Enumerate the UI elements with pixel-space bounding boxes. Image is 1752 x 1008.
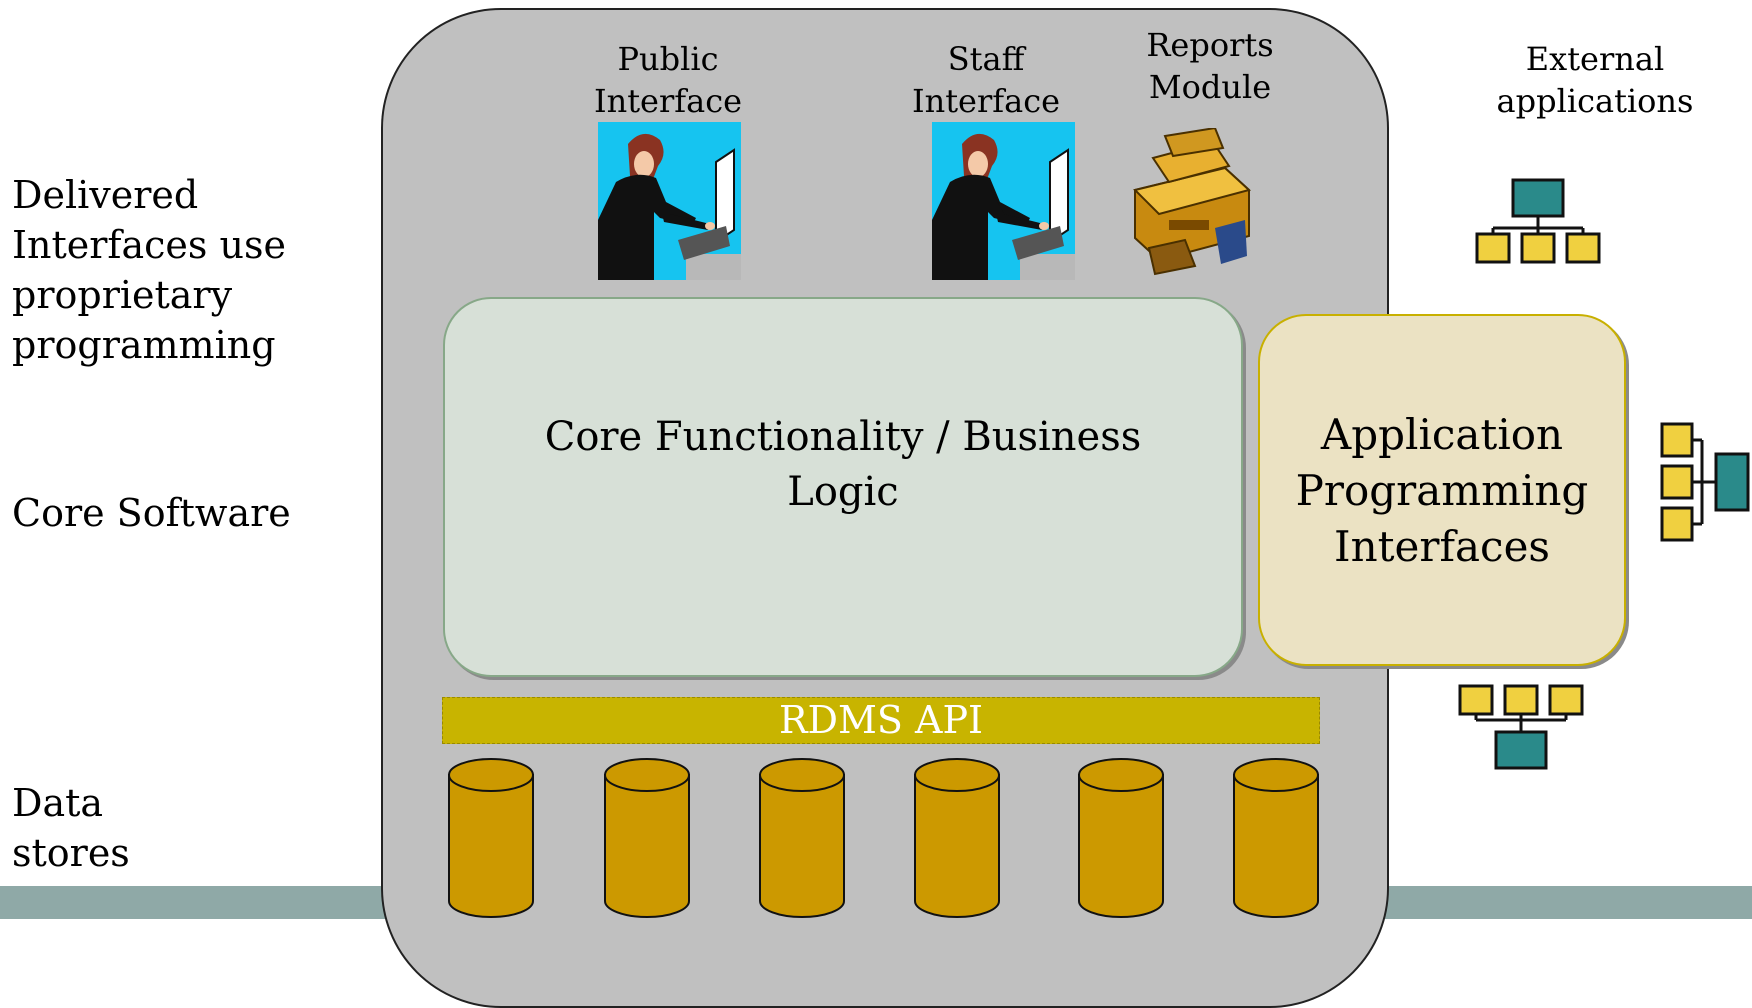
database-cylinder-icon (1078, 758, 1164, 918)
delivered-interfaces-label: Delivered Interfaces use proprietary pro… (12, 173, 286, 367)
network-hierarchy-icon (1660, 422, 1750, 542)
reports-module-label: Reports Module (1146, 26, 1274, 106)
database-cylinder-icon (759, 758, 845, 918)
network-hierarchy-icon (1475, 178, 1601, 264)
printer-icon (1133, 128, 1252, 276)
core-functionality-label: Core Functionality / Business Logic (544, 414, 1142, 515)
person-at-computer-icon (598, 122, 741, 280)
database-cylinder-icon (1233, 758, 1319, 918)
rdms-api-bar (442, 697, 1320, 744)
core-software-label: Core Software (12, 491, 291, 535)
staff-interface-label: Staff Interface (911, 40, 1061, 120)
application-programming-interfaces-label: Application Programming Interfaces (1295, 410, 1589, 571)
public-interface-label: Public Interface (593, 40, 743, 120)
database-cylinder-icon (914, 758, 1000, 918)
application-programming-interfaces-box (1258, 314, 1626, 666)
core-functionality-box (443, 297, 1243, 677)
external-applications-label: External applications (1496, 40, 1694, 120)
database-cylinder-icon (448, 758, 534, 918)
database-cylinder-icon (604, 758, 690, 918)
network-hierarchy-icon (1458, 684, 1584, 770)
data-stores-label: Data stores (12, 781, 130, 875)
rdms-api-label: RDMS API (778, 698, 984, 742)
person-at-computer-icon (932, 122, 1075, 280)
